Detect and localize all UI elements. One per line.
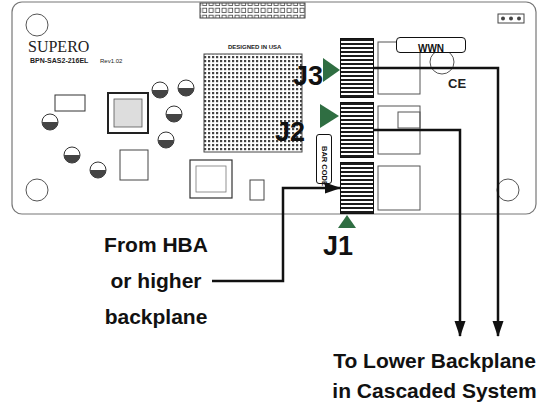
connector-pads — [378, 166, 420, 210]
sticker-text: WWN — [418, 42, 444, 55]
capacitor — [90, 162, 106, 178]
capacitor-mark — [158, 140, 174, 148]
board-model: BPN-SAS2-216EL — [30, 57, 88, 65]
header-pin — [517, 17, 521, 21]
capacitor-mark — [178, 88, 194, 96]
capacitor-mark — [166, 114, 182, 122]
capacitor — [178, 80, 194, 96]
capacitor — [166, 106, 182, 122]
soic-body — [196, 166, 226, 192]
pointer-triangle — [320, 104, 339, 128]
mounting-hole — [430, 50, 454, 74]
capacitor — [158, 132, 174, 148]
capacitor-mark — [90, 170, 106, 178]
connector-name: J3 — [293, 61, 323, 91]
mounting-hole — [497, 179, 519, 201]
brand-logo: SUPERO — [28, 38, 89, 56]
note-text: To Lower Backplane in Cascaded System — [322, 346, 547, 406]
capacitor — [42, 114, 58, 130]
connector-name: J1 — [323, 231, 353, 261]
expander-chip — [204, 54, 302, 152]
small-part — [250, 180, 264, 200]
capacitor-mark — [64, 155, 80, 163]
pointer-triangle — [323, 58, 340, 82]
sas-connector: J3 — [340, 38, 374, 98]
soic-chip — [190, 160, 232, 198]
cable-arrow — [374, 68, 498, 336]
cable-arrow — [374, 130, 460, 336]
sas-connector: J1 — [340, 162, 374, 214]
source-note: From HBA or higher backplane — [100, 227, 212, 335]
small-chip — [55, 95, 85, 111]
silkscreen-note: DESIGNED IN USA — [228, 44, 281, 51]
header-pin — [501, 17, 505, 21]
qfp-chip — [108, 93, 148, 133]
qfp-die — [114, 99, 142, 127]
capacitor-mark — [152, 90, 168, 98]
destination-note: To Lower Backplane in Cascaded System — [322, 336, 547, 406]
wwn-sticker: WWN — [396, 37, 466, 53]
barcode-sticker: BAR CODE — [316, 134, 332, 184]
ce-mark: CE — [448, 76, 466, 91]
header-pin — [509, 17, 513, 21]
jumper-block — [120, 150, 148, 180]
small-header — [498, 14, 524, 23]
mounting-hole — [26, 14, 48, 36]
pad — [398, 112, 420, 128]
capacitor — [152, 82, 168, 98]
sas-connector: J2 — [340, 102, 374, 158]
pin-header — [200, 3, 305, 18]
board-revision: Rev1.02 — [100, 58, 122, 65]
note-text: From HBA or higher backplane — [100, 227, 212, 335]
connector-name: J2 — [275, 117, 305, 147]
circuit-board — [12, 2, 536, 214]
capacitor — [64, 147, 80, 163]
sticker-text: BAR CODE — [319, 146, 329, 186]
cable-arrow — [212, 188, 340, 281]
capacitor-mark — [42, 122, 58, 130]
pointer-triangle — [338, 215, 356, 228]
mounting-hole — [26, 179, 48, 201]
